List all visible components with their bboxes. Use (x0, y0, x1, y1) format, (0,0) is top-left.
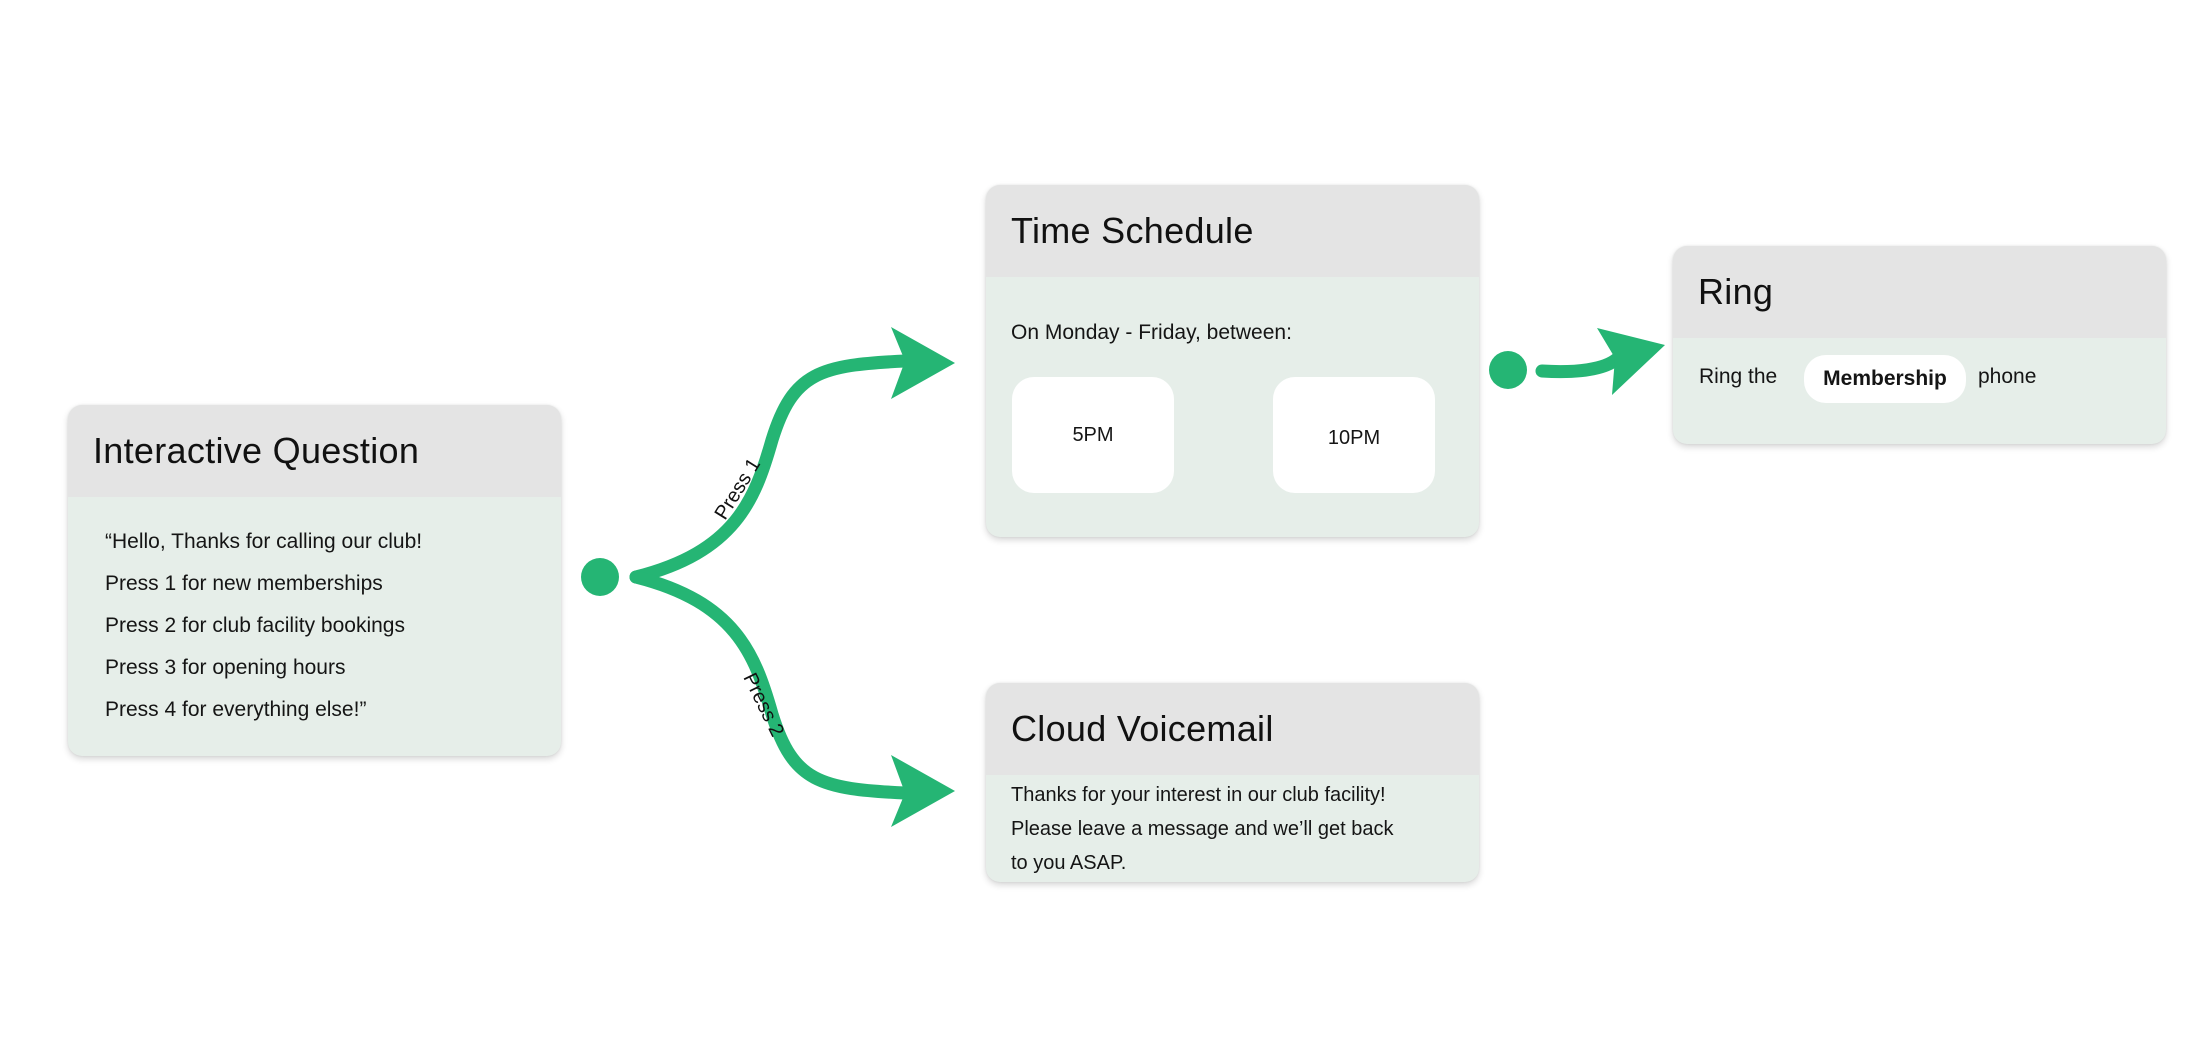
ring-card[interactable]: Ring Ring the Membership phone (1673, 246, 2166, 444)
cloud-voicemail-title: Cloud Voicemail (1011, 708, 1274, 749)
time-schedule-title: Time Schedule (1011, 210, 1254, 251)
ring-header: Ring (1673, 246, 2166, 338)
ring-suffix: phone (1978, 365, 2037, 388)
question-line-3: Press 2 for club facility bookings (105, 614, 405, 637)
end-time-field[interactable]: 10PM (1273, 377, 1435, 493)
press-1-connector (629, 354, 912, 584)
start-time-value: 5PM (1072, 423, 1114, 446)
interactive-question-title: Interactive Question (93, 430, 420, 471)
question-line-1: “Hello, Thanks for calling our club! (105, 530, 423, 553)
cloud-voicemail-header: Cloud Voicemail (986, 683, 1479, 775)
time-schedule-card[interactable]: Time Schedule On Monday - Friday, betwee… (986, 185, 1479, 537)
press-2-connector (629, 570, 912, 800)
press-2-label: Press 2 (739, 670, 789, 741)
start-time-field[interactable]: 5PM (1012, 377, 1174, 493)
cloud-voicemail-card[interactable]: Cloud Voicemail Thanks for your interest… (986, 683, 1479, 882)
schedule-output-dot[interactable] (1489, 351, 1527, 389)
ring-target-label: Membership (1823, 367, 1947, 390)
voicemail-line-3: to you ASAP. (1011, 852, 1127, 874)
interactive-question-card[interactable]: Interactive Question “Hello, Thanks for … (68, 405, 561, 756)
ring-connector (1535, 351, 1625, 379)
ring-title: Ring (1698, 271, 1774, 312)
question-line-4: Press 3 for opening hours (105, 656, 346, 679)
cloud-voicemail-message: Thanks for your interest in our club fac… (1011, 778, 1393, 880)
voicemail-line-1: Thanks for your interest in our club fac… (1011, 784, 1386, 806)
ring-target-pill[interactable]: Membership (1804, 355, 1966, 403)
press-2-arrowhead (891, 755, 955, 827)
end-time-value: 10PM (1327, 426, 1381, 449)
voicemail-line-2: Please leave a message and we’ll get bac… (1011, 818, 1394, 840)
interactive-question-lines: “Hello, Thanks for calling our club! Pre… (105, 521, 422, 731)
ring-prefix: Ring the (1699, 365, 1778, 388)
branch-node-dot[interactable] (581, 558, 619, 596)
ring-arrowhead (1597, 328, 1665, 395)
time-schedule-subtitle: On Monday - Friday, between: (1011, 321, 1292, 344)
press-1-arrowhead (891, 327, 955, 399)
question-line-2: Press 1 for new memberships (105, 572, 383, 595)
interactive-question-header: Interactive Question (68, 405, 561, 497)
time-schedule-header: Time Schedule (986, 185, 1479, 277)
question-line-5: Press 4 for everything else!” (105, 698, 367, 721)
